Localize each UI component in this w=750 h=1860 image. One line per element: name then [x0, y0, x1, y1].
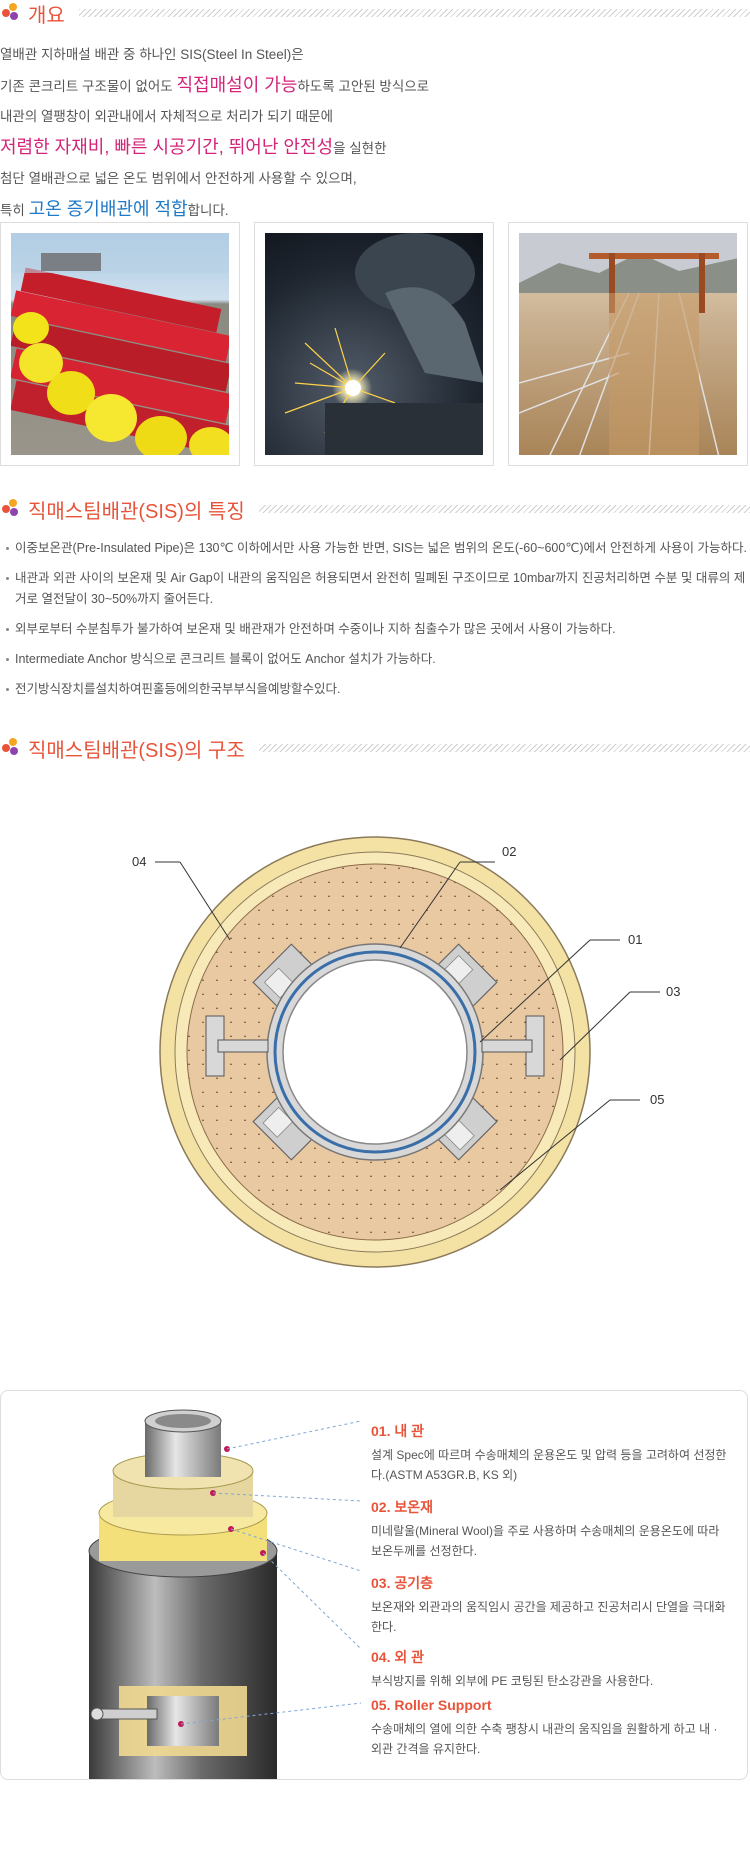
legend-item-air-gap: 03. 공기층 보온재와 외관과의 움직임시 공간을 제공하고 진공처리시 단열…	[371, 1573, 731, 1637]
label-02: 02	[502, 844, 517, 859]
section-title: 개요	[28, 4, 65, 27]
legend-item-inner-pipe: 01. 내 관 설계 Spec에 따르며 수송매체의 운용온도 및 압력 등을 …	[371, 1421, 731, 1485]
legend-item-outer-pipe: 04. 외 관 부식방지를 위해 외부에 PE 코팅된 탄소강관을 사용한다.	[371, 1647, 731, 1691]
list-item: 전기방식장치를설치하여핀홀등에의한국부부식을예방할수있다.	[6, 679, 750, 700]
intro-line: 내관의 열팽창이 외관내에서 자체적으로 처리가 되기 때문에	[0, 109, 334, 124]
legend-title: 01. 내 관	[371, 1423, 425, 1439]
list-item: 이중보온관(Pre-Insulated Pipe)은 130℃ 이하에서만 사용…	[6, 538, 750, 559]
list-item: 내관과 외관 사이의 보온재 및 Air Gap이 내관의 움직임은 허용되면서…	[6, 568, 750, 610]
structure-legend: 01. 내 관 설계 Spec에 따르며 수송매체의 운용온도 및 압력 등을 …	[0, 1390, 748, 1780]
section-divider	[78, 9, 750, 17]
intro-line: 첨단 열배관으로 넓은 온도 범위에서 안전하게 사용할 수 있으며,	[0, 171, 357, 186]
photo-gallery	[0, 222, 750, 466]
list-item: Intermediate Anchor 방식으로 콘크리트 블록이 없어도 An…	[6, 649, 750, 670]
feature-list: 이중보온관(Pre-Insulated Pipe)은 130℃ 이하에서만 사용…	[6, 538, 750, 709]
cross-section-diagram: 04 02 01 03 05	[0, 780, 750, 1340]
legend-title: 04. 외 관	[371, 1649, 425, 1665]
intro-line: 저렴한 자재비, 빠른 시공기간, 뛰어난 안전성을 실현한	[0, 137, 387, 157]
bullet-dots-icon	[2, 498, 24, 520]
legend-desc: 미네랄울(Mineral Wool)을 주로 사용하며 수송매체의 운용온도에 …	[371, 1524, 720, 1558]
photo-welding	[254, 222, 494, 466]
bullet-dots-icon	[2, 2, 24, 24]
pipe-3d-illustration	[88, 1409, 361, 1779]
welding-image	[284, 233, 483, 455]
label-01: 01	[628, 932, 643, 947]
pipe-stack-image	[11, 233, 229, 455]
section-title: 직매스팀배관(SIS)의 특징	[28, 500, 245, 523]
section-divider	[258, 744, 750, 752]
bullet-dots-icon	[2, 737, 24, 759]
legend-item-insulation: 02. 보온재 미네랄울(Mineral Wool)을 주로 사용하며 수송매체…	[371, 1497, 731, 1561]
intro-line: 기존 콘크리트 구조물이 없어도 직접매설이 가능하도록 고안된 방식으로	[0, 75, 430, 95]
photo-pipes	[0, 222, 240, 466]
section-header-structure: 직매스팀배관(SIS)의 구조	[0, 735, 750, 762]
photo-site	[508, 222, 748, 466]
intro-line: 열배관 지하매설 배관 중 하나인 SIS(Steel In Steel)은	[0, 47, 304, 62]
legend-desc: 보온재와 외관과의 움직임시 공간을 제공하고 진공처리시 단열을 극대화 한다…	[371, 1600, 726, 1634]
pipe-cross-section	[155, 836, 660, 1268]
section-header-overview: 개요	[0, 0, 750, 27]
list-item: 외부로부터 수분침투가 불가하여 보온재 및 배관재가 안전하며 수중이나 지하…	[6, 619, 750, 640]
label-04: 04	[132, 854, 147, 869]
intro-text: 열배관 지하매설 배관 중 하나인 SIS(Steel In Steel)은 기…	[0, 40, 750, 226]
legend-desc: 부식방지를 위해 외부에 PE 코팅된 탄소강관을 사용한다.	[371, 1674, 654, 1688]
site-image	[519, 233, 737, 455]
section-divider	[258, 505, 750, 513]
legend-item-roller-support: 05. Roller Support 수송매체의 열에 의한 수축 팽창시 내관…	[371, 1695, 731, 1759]
legend-title: 03. 공기층	[371, 1575, 433, 1591]
section-header-features: 직매스팀배관(SIS)의 특징	[0, 496, 750, 523]
label-05: 05	[650, 1092, 665, 1107]
intro-line: 특히 고온 증기배관에 적합합니다.	[0, 199, 229, 219]
legend-desc: 설계 Spec에 따르며 수송매체의 운용온도 및 압력 등을 고려하여 선정한…	[371, 1448, 727, 1482]
section-title: 직매스팀배관(SIS)의 구조	[28, 739, 245, 762]
legend-desc: 수송매체의 열에 의한 수축 팽창시 내관의 움직임을 원활하게 하고 내 · …	[371, 1722, 718, 1756]
legend-title: 02. 보온재	[371, 1499, 433, 1515]
legend-title: 05. Roller Support	[371, 1697, 492, 1713]
label-03: 03	[666, 984, 681, 999]
